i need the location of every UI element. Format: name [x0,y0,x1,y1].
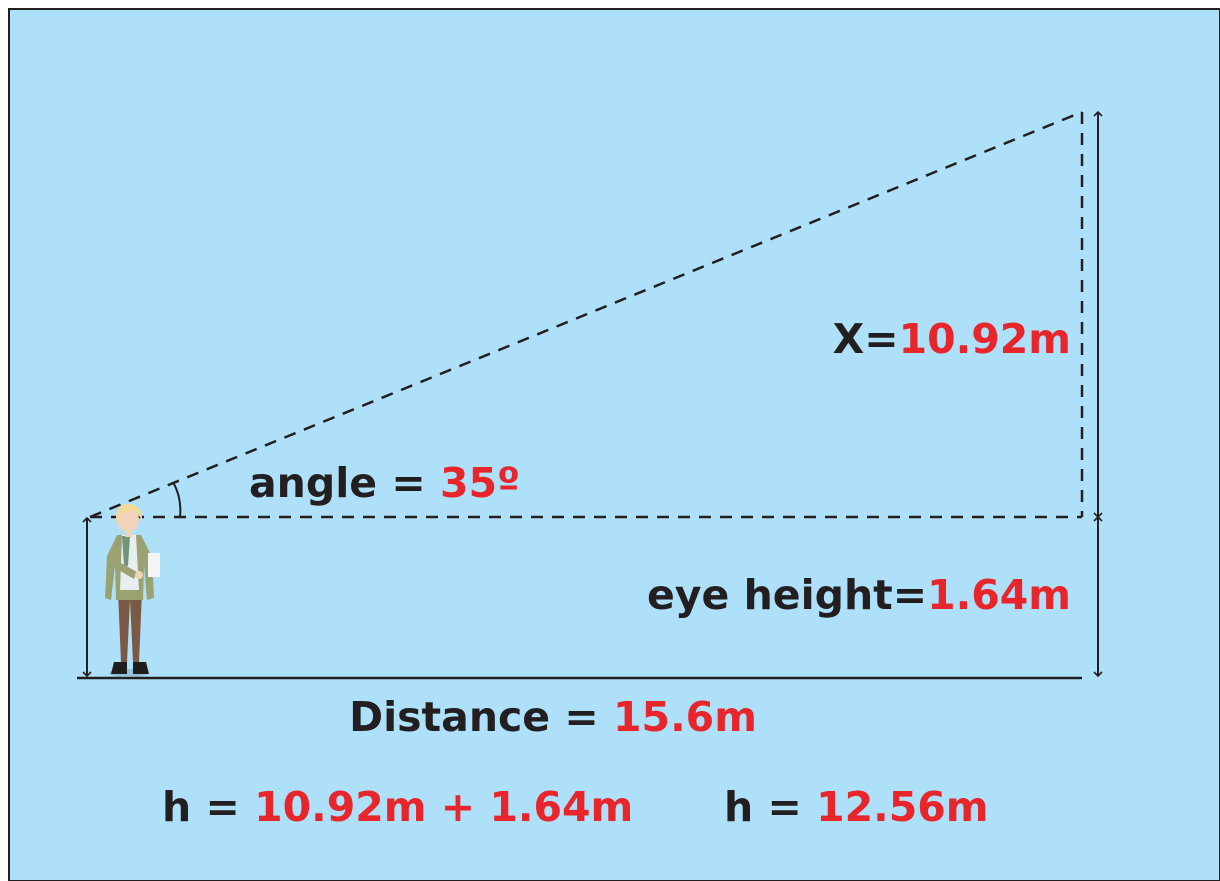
sum-equation: h = 10.92m + 1.64m [162,783,633,831]
distance-label: Distance = 15.6m [349,693,757,741]
x-label: X=10.92m [833,315,1071,363]
sight-line [89,110,1083,519]
result-equation: h = 12.56m [724,783,989,831]
person-figure-icon [105,504,160,677]
background-panel [8,8,1220,881]
angle-label: angle = 35º [249,459,520,507]
eye-height-label: eye height=1.64m [647,571,1071,619]
angle-arc-icon [172,481,182,518]
